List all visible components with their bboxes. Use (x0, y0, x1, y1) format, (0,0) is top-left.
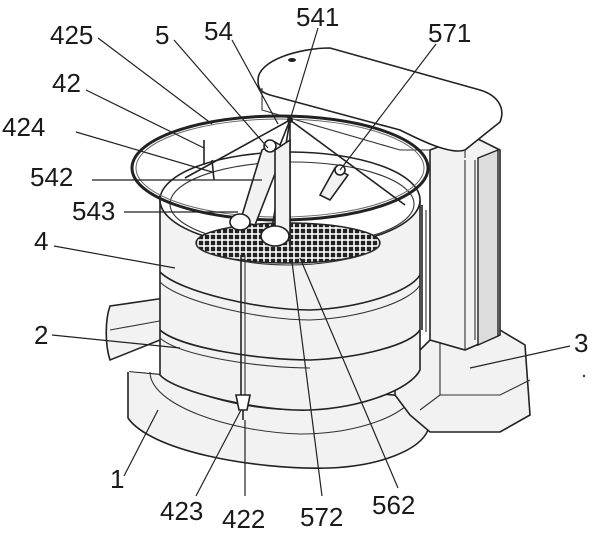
label-543: 543 (72, 196, 115, 226)
label-542: 542 (30, 162, 73, 192)
chute-part-2 (105, 297, 166, 362)
label-4: 4 (34, 226, 48, 256)
part-labels: 425 5 54 541 571 42 424 542 543 4 2 3 1 … (2, 2, 588, 534)
column-part-3 (257, 47, 531, 433)
label-424: 424 (2, 112, 45, 142)
leader-lines (51, 27, 571, 497)
label-1: 1 (110, 464, 124, 494)
label-541: 541 (296, 2, 339, 32)
label-54: 54 (204, 16, 233, 46)
label-2: 2 (34, 320, 48, 350)
label-5: 5 (155, 20, 169, 50)
barrel-part-4 (159, 151, 427, 411)
label-571: 571 (428, 18, 471, 48)
left-rods (203, 140, 215, 181)
label-423: 423 (160, 496, 203, 526)
label-425: 425 (50, 20, 93, 50)
stray-dot (582, 374, 586, 378)
probe-rod (235, 255, 251, 420)
label-422: 422 (222, 504, 265, 534)
cylinder-assembly-54 (229, 138, 350, 247)
label-3: 3 (574, 328, 588, 358)
label-572: 572 (300, 502, 343, 532)
label-42: 42 (52, 68, 81, 98)
label-562: 562 (372, 490, 415, 520)
